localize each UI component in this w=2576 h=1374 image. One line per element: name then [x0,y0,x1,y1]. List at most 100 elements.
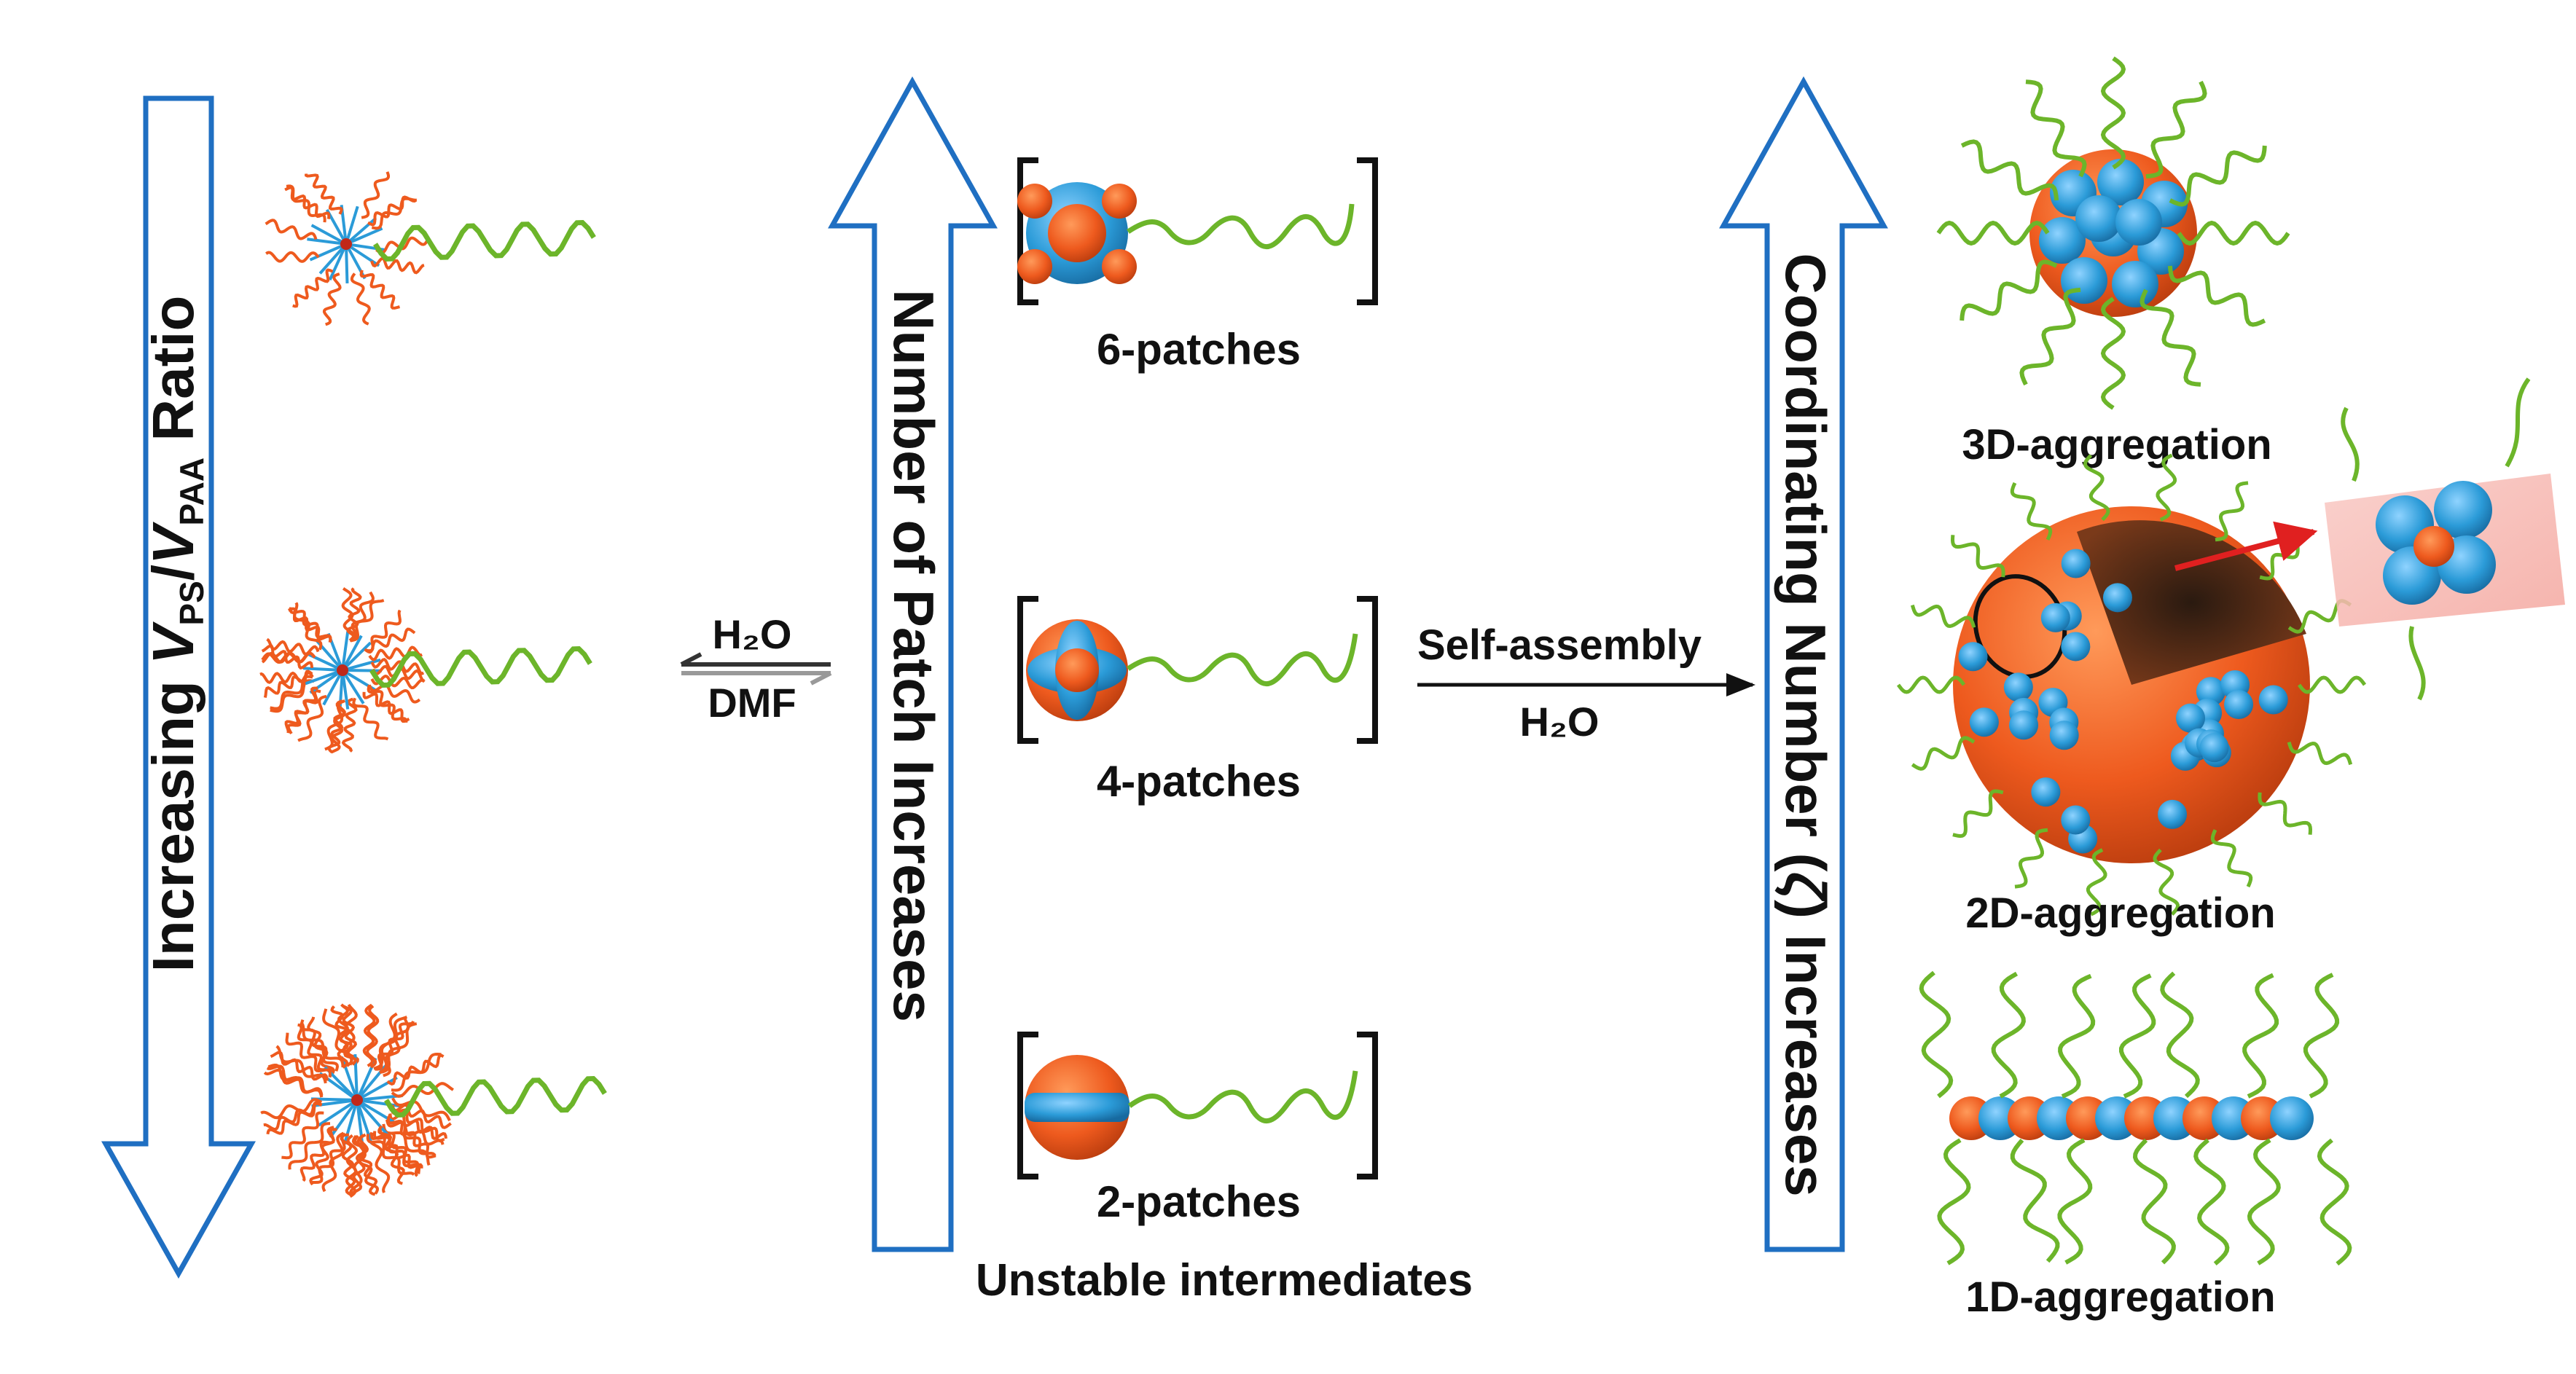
pvp-chain [2100,297,2126,410]
particle-6-patches [1017,182,1355,284]
self-assembly-solvent: H₂O [1520,699,1600,745]
micelle-bottom [260,1003,607,1198]
label-unstable-intermediates: Unstable intermediates [976,1255,1473,1306]
ps-chain [305,173,343,215]
pvp-chain [1911,736,1976,771]
right-arrow-label: Coordinating Number (ζ) Increases [1774,253,1838,1196]
ps-chain [350,599,385,643]
pvp-chain [2287,741,2353,766]
patch [2009,710,2039,740]
label-2-patches: 2-patches [1097,1177,1301,1226]
patch [2061,549,2091,578]
right-up-arrow [1719,76,1888,1252]
paa-chain [345,205,359,245]
pvp-chain [2014,828,2048,889]
left-down-arrow [101,95,256,1279]
micelle-core [337,664,348,676]
paa-chain [356,1076,398,1102]
pvp-chain [1896,675,1966,694]
pvp-chain [2140,288,2201,387]
pvp-chain [1960,259,2058,321]
brackets [1017,157,1378,1179]
ps-chain [359,270,401,310]
ps-chain [391,1097,451,1122]
pvp-chain [1991,971,2026,1099]
pvp-chain [2297,675,2367,694]
paa-chain [342,669,383,672]
pvp-tail [373,219,596,262]
paa-chain [341,669,365,704]
ps-chain [299,1019,340,1072]
left-arrow-label: Increasing VPS/VPAA Ratio [141,296,211,973]
chain-particle [2270,1096,2314,1140]
ps-chain [391,1052,442,1092]
paa-chain [345,217,377,246]
patch [2097,159,2144,205]
ps-chain [362,1003,376,1067]
self-assembly-label: Self-assembly [1417,621,1702,669]
ps-chain [300,1021,345,1068]
pvp-chain [2145,80,2207,179]
label-3d-aggregation: 3D-aggregation [1962,421,2271,468]
ps-chain [265,219,318,240]
patch [2049,721,2079,750]
pvp-chain [2258,792,2313,835]
patch [2115,199,2162,246]
patch [2075,195,2122,242]
ps-chain [292,268,334,308]
label-1d-aggregation: 1D-aggregation [1965,1273,2275,1321]
equilibrium-bottom-label: DMF [708,680,796,726]
middle-arrow-label: Number of Patch Increases [882,289,946,1022]
ps-chain [350,272,371,326]
pvp-chain [2025,79,2087,178]
ps-chain [287,607,332,643]
equilibrium-top-label: H₂O [713,611,792,657]
paa-chain [341,641,372,672]
patch [2061,805,2091,835]
ps-chain [270,1051,329,1081]
pvp-chain [2057,1138,2093,1265]
paa-chain [309,243,347,262]
ps-chain [322,1008,353,1066]
pvp-chain [2058,973,2096,1099]
label-6-patches: 6-patches [1097,325,1301,374]
ps-chain [370,658,425,675]
ps-chain [288,1122,331,1170]
pvp-chain [2010,482,2053,541]
pvp-chain [1960,139,2059,201]
pvp-chain [2153,848,2180,916]
paa-chain [329,1099,359,1139]
paa-chain [342,1099,359,1145]
ps-chain [281,1111,324,1160]
paa-chain [305,669,343,686]
paa-chain [318,243,348,275]
pvp-chain [2100,56,2126,170]
micelle-core [351,1094,363,1106]
pvp-chain [1950,535,2005,578]
pvp-chain [2132,1138,2176,1265]
ps-chain [340,1132,356,1196]
pvp-chain [2215,481,2249,542]
patch [2112,261,2158,307]
patch [2158,799,2188,829]
pvp-chain [2210,829,2253,888]
patch [2196,677,2225,707]
ps-chain [330,1005,358,1066]
equilibrium-arrows [680,652,832,686]
ps-chain [361,171,390,219]
pvp-chain [2177,220,2290,246]
patch [2061,257,2107,304]
paa-chain [322,670,344,706]
patch [2061,632,2091,662]
patch [2224,690,2254,720]
ps-chain [263,670,313,699]
ps-chain [297,694,327,742]
paa-chain [342,658,381,672]
paa-chain [356,1099,389,1136]
ps-chain [289,607,332,643]
micelle-middle [259,587,592,754]
inset-sheet [2325,377,2565,701]
ps-chain [352,697,389,741]
pvp-tail [384,1075,607,1118]
patch [2031,777,2061,807]
